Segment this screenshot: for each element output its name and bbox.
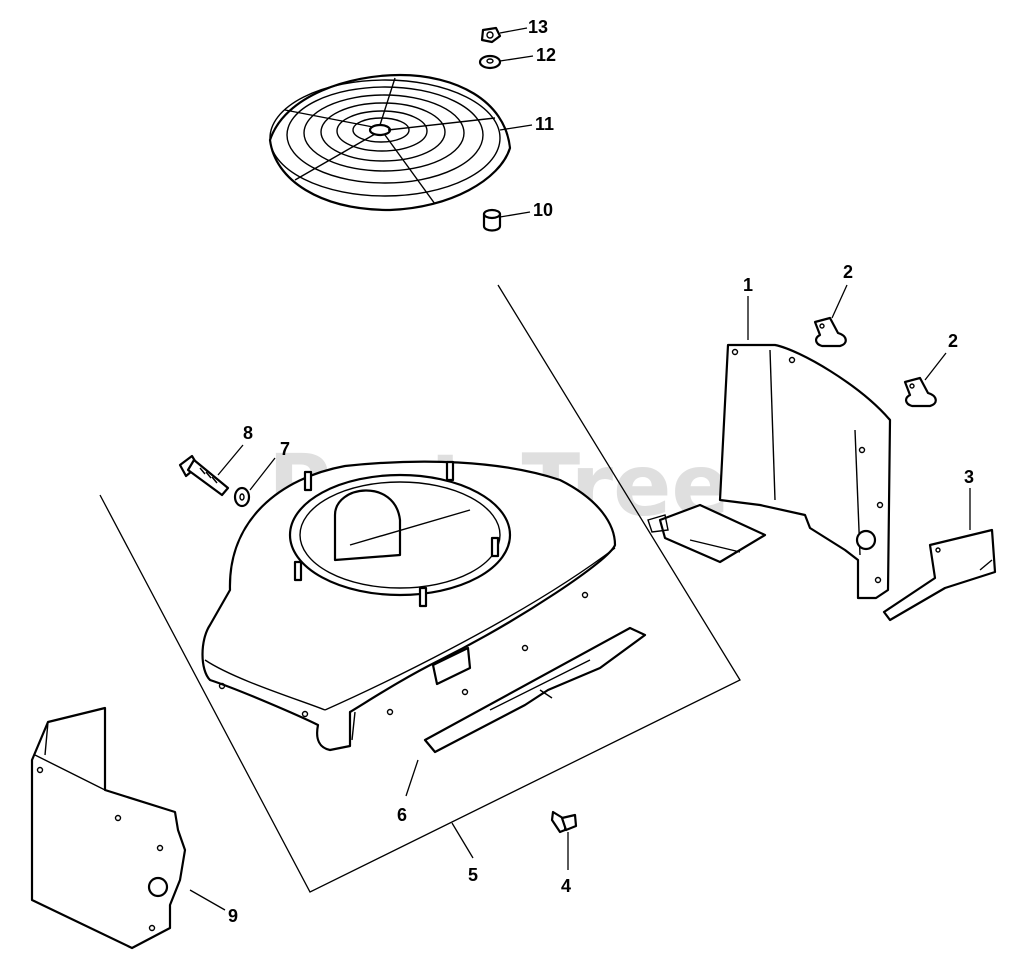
part-7-washer: [233, 486, 251, 508]
part-12-washer: [478, 54, 502, 70]
part-3-baffle-bracket: [882, 528, 997, 622]
callout-5: 5: [468, 865, 478, 885]
callout-6: 6: [397, 805, 407, 825]
callout-1: 1: [743, 275, 753, 295]
part-11-grass-screen: [268, 73, 512, 212]
part-4-screw: [550, 810, 578, 834]
part-13-nut: [480, 26, 502, 44]
part-9-cylinder-shield: [30, 706, 187, 950]
callout-9: 9: [228, 906, 238, 926]
callout-4: 4: [561, 876, 571, 896]
callout-11: 11: [535, 114, 554, 134]
part-6-strip: [423, 626, 647, 754]
part-8-bolt: [178, 454, 230, 497]
part-5-blower-housing: [201, 460, 617, 752]
part-2-clip-lower: [903, 376, 937, 408]
callout-12: 12: [536, 45, 556, 65]
callout-2-upper: 2: [843, 262, 853, 282]
callout-labels: 13 12 11 10 1 2 2 3 8 7 6 5 4 9: [228, 17, 974, 926]
callout-10: 10: [533, 200, 553, 220]
callout-2-lower: 2: [948, 331, 958, 351]
part-2-clip-upper: [813, 316, 847, 348]
assembly-bracket-lines: [99, 284, 741, 893]
callout-7: 7: [280, 439, 290, 459]
part-1-side-baffle: [647, 343, 892, 600]
part-10-spacer: [482, 208, 502, 232]
callout-8: 8: [243, 423, 253, 443]
callout-3: 3: [964, 467, 974, 487]
leader-lines: [189, 27, 971, 911]
callout-13: 13: [528, 17, 548, 37]
